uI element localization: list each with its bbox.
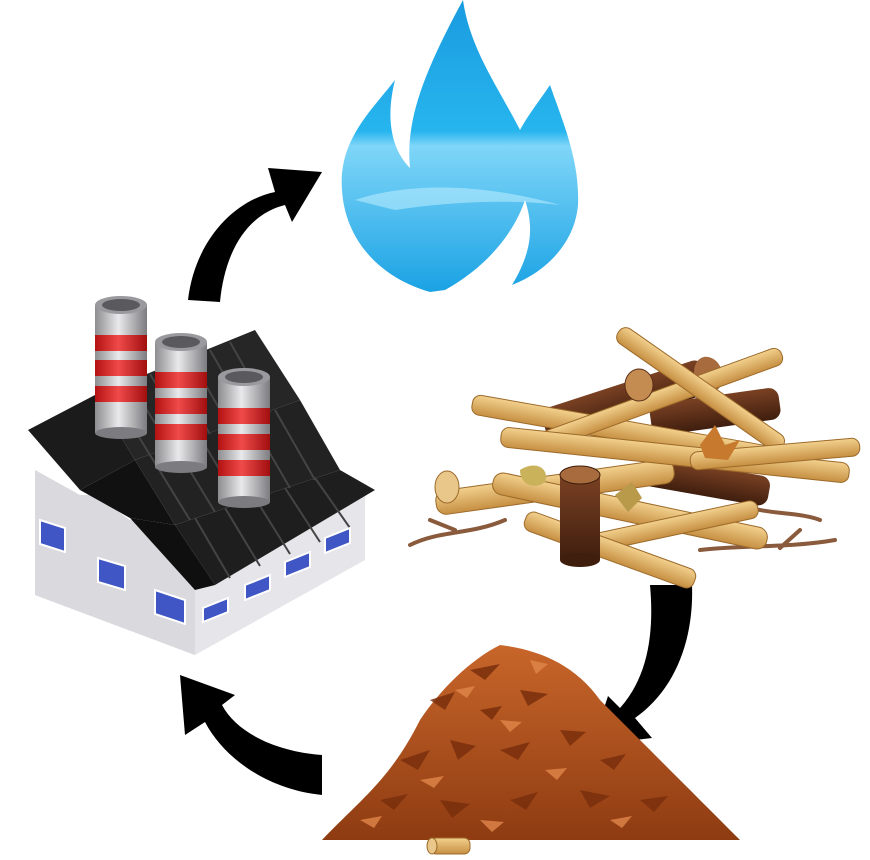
- wood-pile-icon: [408, 327, 861, 589]
- wood-chip-pile-icon: [322, 645, 740, 855]
- standing-log: [559, 465, 601, 567]
- factory-windows: [39, 518, 351, 626]
- arrow-factory-to-flame: [188, 168, 322, 302]
- factory-icon: [28, 296, 375, 655]
- chimney-1: [95, 296, 147, 439]
- chimney-3: [218, 368, 270, 508]
- blue-flame-icon: [341, 0, 579, 292]
- arrow-wood-to-chips: [592, 585, 693, 745]
- chimney-2: [155, 333, 207, 473]
- arrow-chips-to-factory: [180, 675, 322, 795]
